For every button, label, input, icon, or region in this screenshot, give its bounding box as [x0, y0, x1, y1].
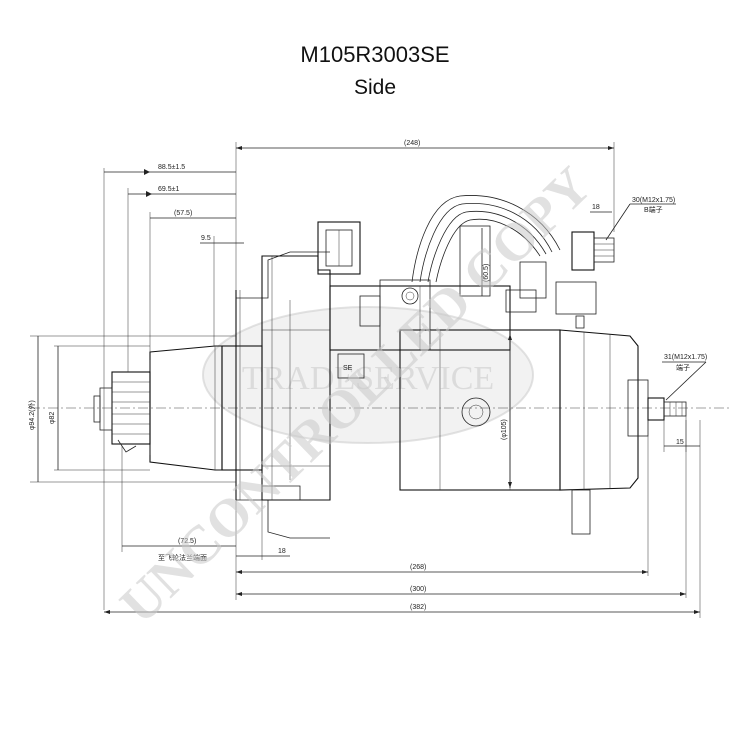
uncontrolled-copy-watermark: UNCONTROLLED COPY	[109, 155, 603, 635]
dim-69-5: 69.5±1	[158, 186, 179, 193]
dim-phi-94-2: φ94.2(外)	[27, 400, 36, 430]
thread-top-sub: B端子	[644, 205, 663, 214]
harness-clip	[519, 261, 547, 299]
solenoid-connector	[317, 221, 361, 275]
part-number-title: M105R3003SE	[300, 42, 450, 67]
flywheel-note: 至飞轮法兰端面	[158, 553, 207, 562]
dim-268: (268)	[410, 564, 426, 571]
b-terminal	[571, 231, 595, 271]
dim-phi-105: (φ105)	[501, 419, 508, 440]
view-label: Side	[353, 76, 397, 99]
tradeservice-watermark-logo: TRADESERVICE	[202, 306, 534, 444]
watermark-logo-text: TRADESERVICE	[242, 360, 494, 397]
dim-phi-82: φ82	[49, 412, 56, 424]
yoke-stud	[461, 397, 491, 427]
thread-top-label: 30(M12x1.75)	[632, 197, 675, 204]
dim-57-5: (57.5)	[174, 210, 192, 217]
dim-60-5: (60.5)	[483, 264, 490, 282]
dim-382: (382)	[410, 604, 426, 611]
nameplate-mark: SE	[343, 365, 353, 372]
terminal-nut	[401, 287, 419, 305]
right-terminal	[647, 397, 665, 421]
starter-outline: SE	[93, 195, 687, 539]
dim-88-5: 88.5±1.5	[158, 164, 185, 171]
rear-end-frame	[559, 329, 639, 491]
bottom-stud	[571, 489, 591, 535]
dim-300: (300)	[410, 586, 426, 593]
dim-15: 15	[676, 439, 684, 446]
dim-18-top: 18	[592, 204, 600, 211]
thread-right-sub: 端子	[676, 363, 690, 372]
dim-18-bottom: 18	[278, 548, 286, 555]
dim-9-5: 9.5	[201, 235, 211, 242]
dim-72-5: (72.5)	[178, 538, 196, 545]
dim-248: (248)	[404, 140, 420, 147]
wire-harness	[411, 195, 561, 283]
dimension-annotations: (248) 88.5±1.5 69.5±1 (57.5) 9.5 18 30(M…	[27, 140, 707, 618]
thread-right-label: 31(M12x1.75)	[664, 354, 707, 361]
